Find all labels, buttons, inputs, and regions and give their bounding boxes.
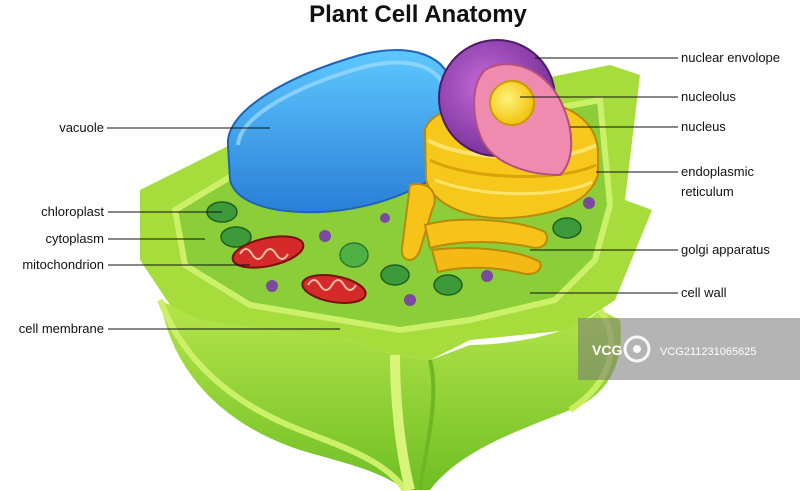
diagram-title: Plant Cell Anatomy [309, 1, 527, 28]
label-nucleolus: nucleolus [681, 89, 736, 104]
chloroplast [552, 217, 582, 239]
watermark: VCG VCG211231065625 [578, 318, 800, 380]
chloroplast [220, 226, 252, 248]
nucleus [438, 39, 573, 177]
mitochondrion [231, 235, 305, 269]
label-vacuole: vacuole [59, 120, 104, 135]
vesicles [266, 197, 595, 306]
label-mitochondrion: mitochondrion [22, 257, 104, 272]
label-golgi-apparatus: golgi apparatus [681, 242, 770, 257]
vcg-logo-icon [623, 335, 651, 363]
mitochondria [231, 235, 367, 304]
label-nuclear-envelope: nuclear envolope [681, 50, 780, 65]
mitochondrion [301, 274, 367, 304]
label-chloroplast: chloroplast [41, 204, 104, 219]
label-cytoplasm: cytoplasm [45, 231, 104, 246]
chloroplast [339, 242, 369, 268]
watermark-code: VCG211231065625 [660, 346, 756, 358]
chloroplast [433, 274, 463, 296]
watermark-brand: VCG [592, 342, 622, 358]
label-endoplasmic-reticulum-line2: reticulum [681, 184, 734, 199]
leader-lines [107, 57, 678, 330]
label-nucleus: nucleus [681, 119, 726, 134]
nucleolus [489, 80, 535, 126]
label-endoplasmic-reticulum-line1: endoplasmic [681, 164, 754, 179]
label-cell-membrane: cell membrane [19, 321, 104, 336]
label-cell-wall: cell wall [681, 285, 727, 300]
chloroplast [380, 264, 410, 286]
golgi-apparatus [400, 183, 548, 276]
chloroplasts [206, 201, 582, 296]
